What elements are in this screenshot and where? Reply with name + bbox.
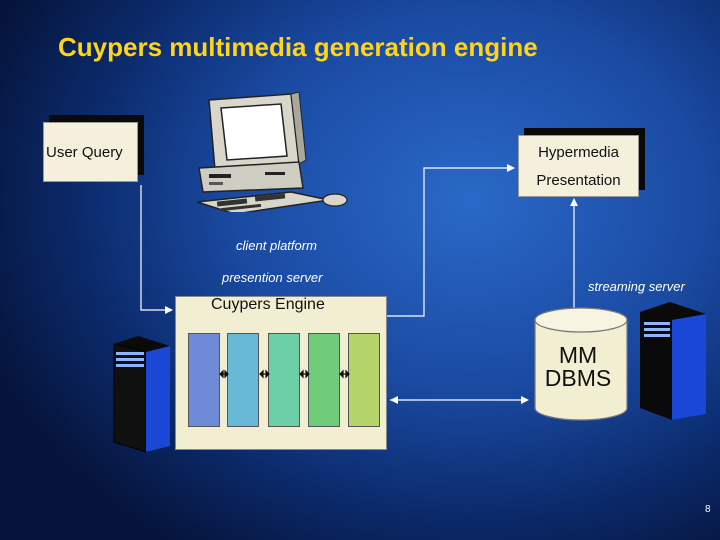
cuypers-engine-label: Cuypers Engine [211, 296, 325, 313]
page-number: 8 [705, 504, 711, 515]
slide-title: Cuypers multimedia generation engine [58, 32, 538, 62]
streaming-server-icon [640, 302, 706, 420]
arrow-engine-to-presentation [385, 164, 515, 317]
mm-dbms-cylinder [534, 307, 628, 421]
mm-dbms-label: MM DBMS [530, 344, 626, 390]
engine-stage-3 [268, 333, 300, 427]
hypermedia-presentation-box: Hypermedia Presentation [518, 135, 639, 197]
engine-stage-arrows [219, 369, 350, 379]
user-query-box: User Query [43, 122, 138, 182]
engine-stage-4 [308, 333, 340, 427]
presentation-server-icon [113, 336, 170, 453]
mm-dbms-line1: MM [558, 342, 598, 368]
arrow-query-to-engine [140, 185, 173, 314]
engine-stage-5 [348, 333, 380, 427]
client-computer-icon [196, 92, 348, 212]
presentation-server-label: presention server [222, 270, 323, 285]
user-query-label: User Query [46, 144, 123, 161]
streaming-server-label: streaming server [588, 279, 685, 294]
hypermedia-label-line2: Presentation [536, 172, 621, 189]
engine-stage-1 [188, 333, 220, 427]
hypermedia-label-line1: Hypermedia [538, 144, 619, 161]
cuypers-engine-header: Cuypers Engine [175, 296, 385, 316]
client-platform-label: client platform [236, 238, 317, 253]
mm-dbms-line2: DBMS [544, 365, 612, 391]
engine-stage-2 [227, 333, 259, 427]
